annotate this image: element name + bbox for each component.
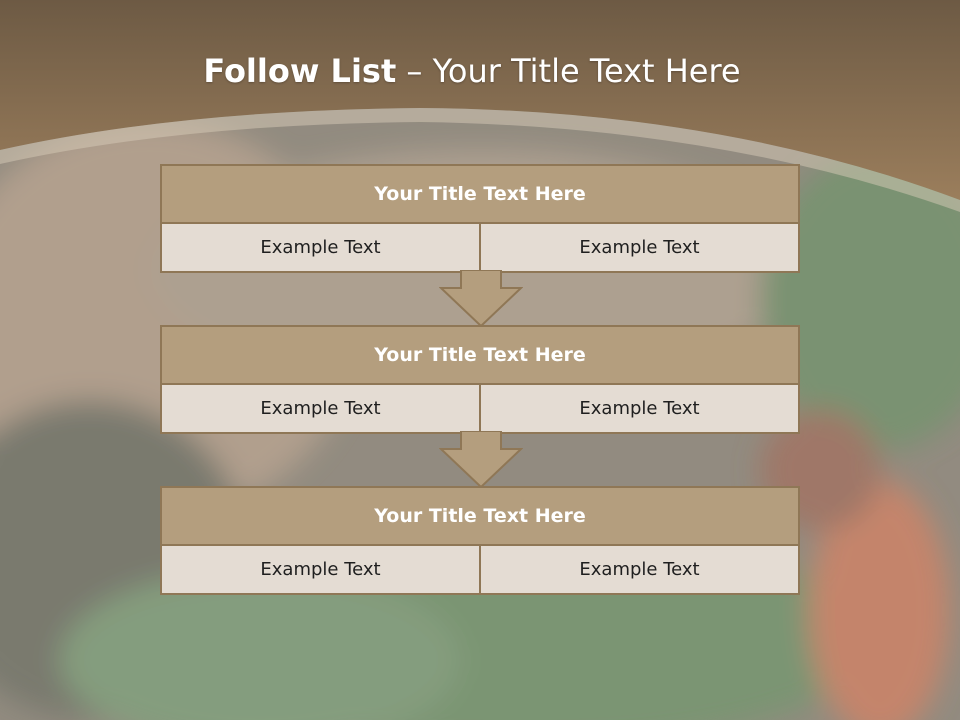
- block-cell-right: Example Text: [479, 224, 798, 271]
- list-block-2: Your Title Text Here Example Text Exampl…: [160, 325, 800, 434]
- down-arrow-icon: [439, 270, 523, 328]
- title-bold-part: Follow List: [203, 52, 397, 90]
- list-block-3: Your Title Text Here Example Text Exampl…: [160, 486, 800, 595]
- list-block-1: Your Title Text Here Example Text Exampl…: [160, 164, 800, 273]
- page-title: Follow List – Your Title Text Here: [0, 52, 944, 90]
- block-title: Your Title Text Here: [162, 327, 798, 385]
- title-subtitle-part: – Your Title Text Here: [396, 52, 741, 90]
- block-cell-left: Example Text: [260, 398, 381, 419]
- block-title: Your Title Text Here: [162, 488, 798, 546]
- block-cell-right: Example Text: [479, 546, 798, 593]
- block-row: Example Text Example Text: [162, 224, 798, 271]
- block-row: Example Text Example Text: [162, 546, 798, 593]
- block-cell-left: Example Text: [260, 237, 381, 258]
- block-cell-left: Example Text: [260, 559, 381, 580]
- block-cell-right: Example Text: [479, 385, 798, 432]
- down-arrow-icon: [439, 431, 523, 489]
- block-row: Example Text Example Text: [162, 385, 798, 432]
- block-title: Your Title Text Here: [162, 166, 798, 224]
